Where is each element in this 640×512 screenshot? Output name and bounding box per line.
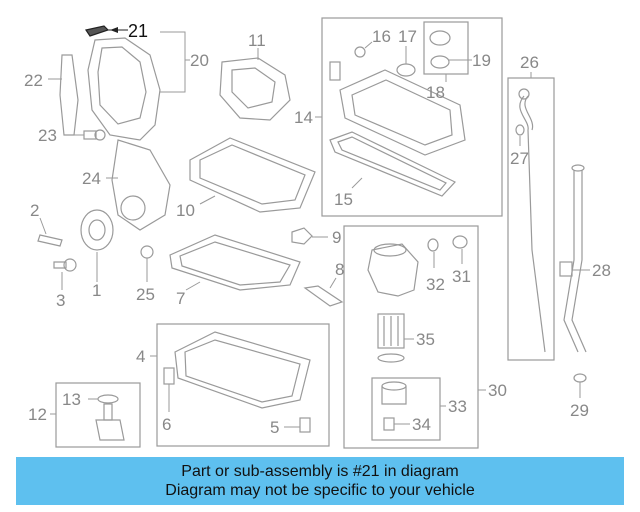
pulley-1 [80, 209, 114, 282]
callout-14: 14 [294, 108, 313, 127]
callout-9: 9 [332, 228, 341, 247]
callout-21-arrow-icon [110, 27, 118, 33]
timing-cover-assembly [59, 25, 161, 141]
oil-cap-18 [429, 30, 451, 69]
callout-4: 4 [136, 347, 145, 366]
callout-18: 18 [426, 83, 445, 102]
seal-31 [452, 235, 468, 264]
callout-6: 6 [162, 415, 171, 434]
bolt-3 [53, 258, 77, 290]
gasket-32 [427, 238, 439, 268]
callout-12: 12 [28, 405, 47, 424]
callout-17: 17 [398, 27, 417, 46]
gasket-8 [303, 277, 344, 307]
callout-24: 24 [82, 169, 101, 188]
bolt-2 [37, 217, 63, 247]
parts-diagram: 21 20 22 23 24 2 1 3 11 10 25 7 9 8 4 6 … [24, 17, 611, 449]
o-ring-27 [515, 124, 525, 146]
caption-line-1: Part or sub-assembly is #21 in diagram [181, 463, 459, 480]
callout-21: 21 [128, 21, 148, 41]
callout-27: 27 [510, 149, 529, 168]
baffle-7 [169, 234, 301, 291]
part-21-highlight [85, 25, 110, 37]
filter-element-35 [377, 313, 405, 363]
callout-26: 26 [520, 53, 539, 72]
filter-cap-33 [381, 381, 407, 405]
valve-cover-14 [339, 69, 466, 156]
gasket-15 [329, 131, 456, 197]
callout-8: 8 [335, 260, 344, 279]
filter-housing-30 [367, 243, 419, 297]
callout-31: 31 [452, 267, 471, 286]
callout-28: 28 [592, 261, 611, 280]
sensor-25 [140, 245, 154, 282]
bolt-16 [329, 41, 373, 81]
dipstick-26 [518, 88, 546, 353]
callout-30: 30 [488, 381, 507, 400]
drain-plug-6 [163, 367, 175, 412]
o-ring-29 [573, 373, 587, 398]
bolt-5 [284, 417, 311, 433]
oil-pan-4 [174, 331, 311, 409]
callout-19: 19 [472, 51, 491, 70]
callout-20: 20 [190, 51, 209, 70]
callout-1: 1 [92, 281, 101, 300]
plug-34 [383, 417, 410, 431]
callout-35: 35 [416, 330, 435, 349]
callout-22: 22 [24, 71, 43, 90]
callout-25: 25 [136, 285, 155, 304]
guide-tube-28 [559, 164, 587, 353]
bolt-23 [66, 129, 106, 141]
callout-16: 16 [372, 27, 391, 46]
bracket-11 [219, 48, 291, 121]
callout-13: 13 [62, 390, 81, 409]
oil-pan-10 [189, 137, 316, 213]
callout-5: 5 [270, 418, 279, 437]
callout-7: 7 [176, 289, 185, 308]
seal-17 [396, 46, 416, 77]
callout-3: 3 [56, 291, 65, 310]
callout-11: 11 [248, 31, 266, 50]
lower-cover-24 [106, 139, 171, 231]
callout-23: 23 [38, 126, 57, 145]
callout-10: 10 [176, 201, 195, 220]
caption-line-2: Diagram may not be specific to your vehi… [165, 482, 475, 499]
caption-banner: Part or sub-assembly is #21 in diagram D… [16, 457, 624, 505]
callout-33: 33 [448, 397, 467, 416]
level-sensor-12 [95, 394, 125, 441]
callout-34: 34 [412, 415, 431, 434]
callout-15: 15 [334, 190, 353, 209]
callout-2: 2 [30, 201, 39, 220]
callout-29: 29 [570, 401, 589, 420]
callout-32: 32 [426, 275, 445, 294]
plug-9 [291, 227, 328, 245]
